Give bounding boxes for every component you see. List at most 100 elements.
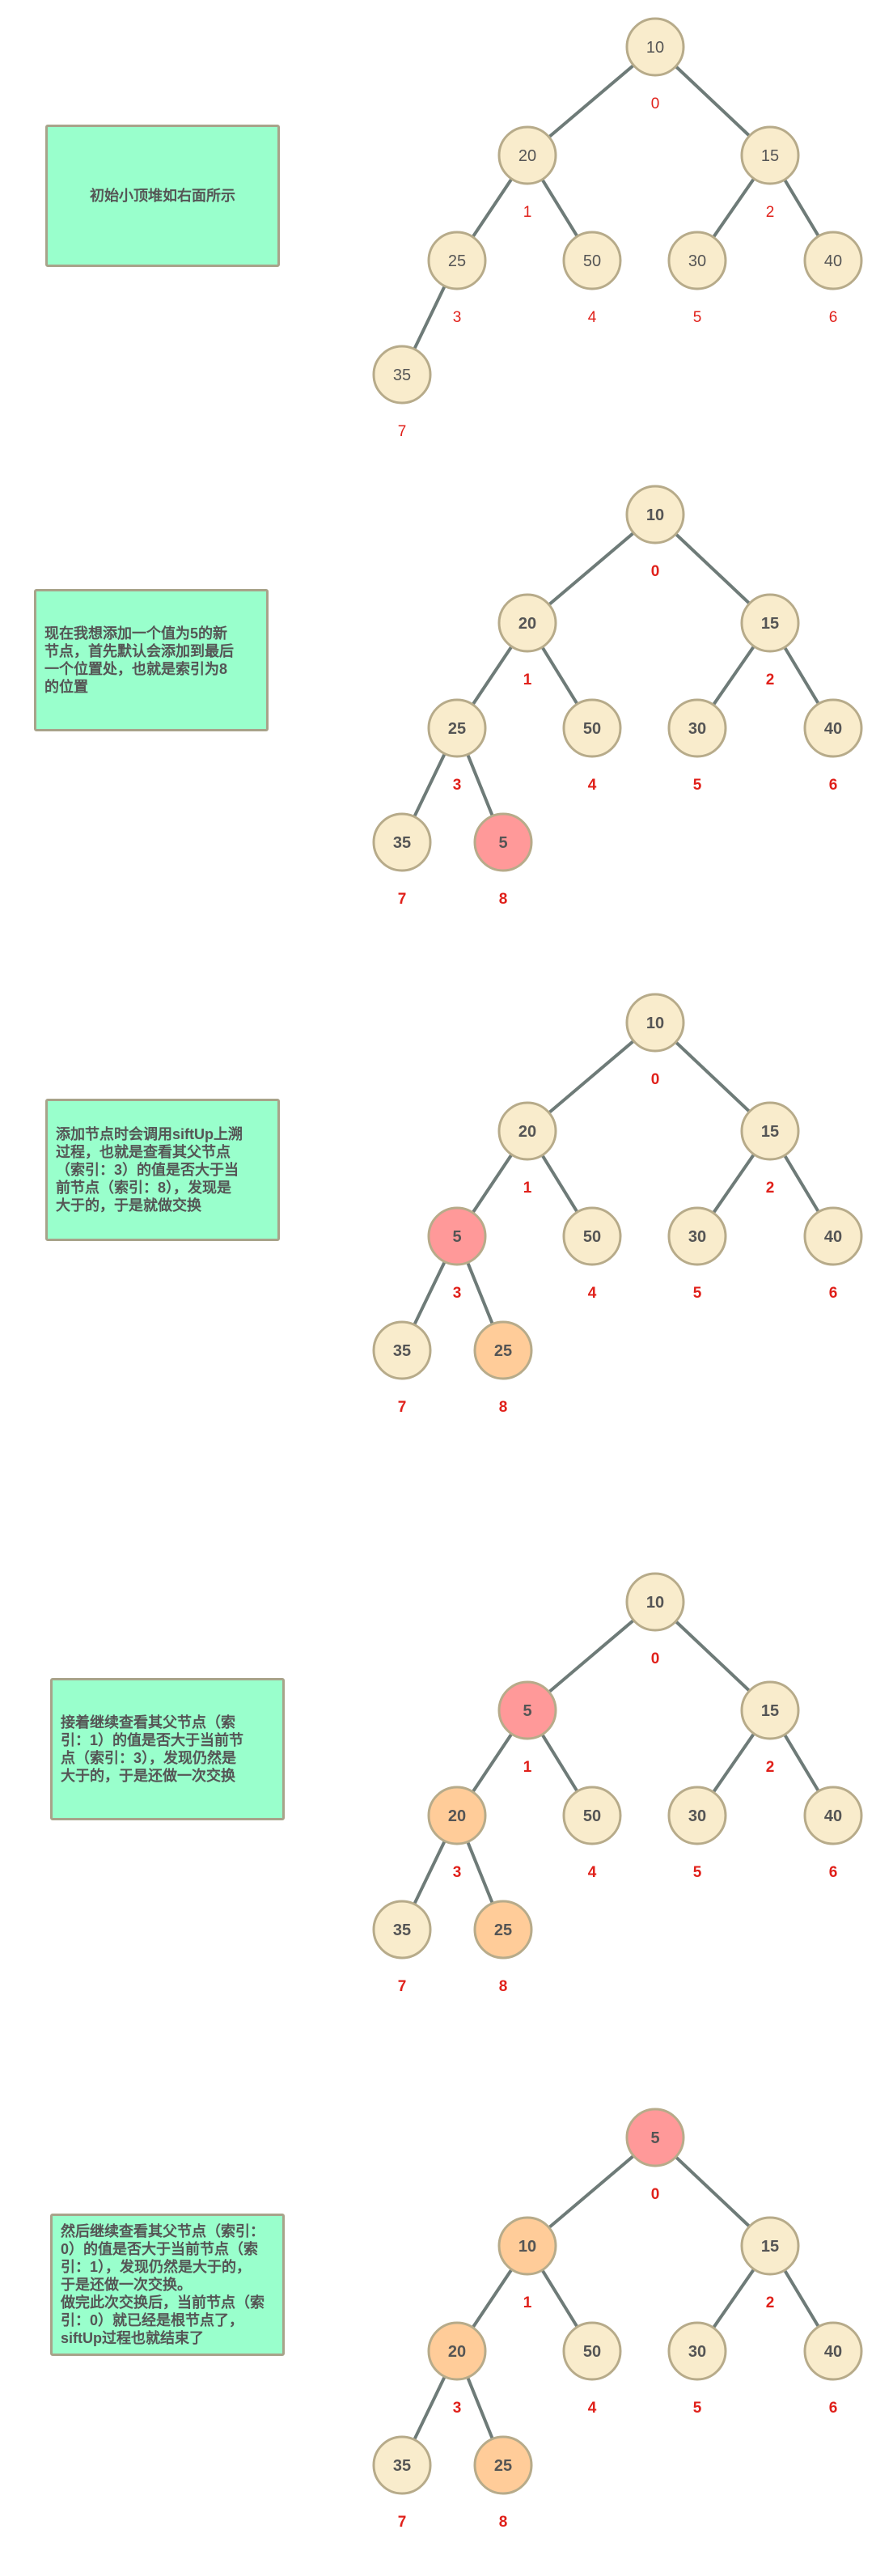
node-circle bbox=[740, 1680, 800, 1740]
heap-node: 258 bbox=[473, 1900, 533, 1995]
node-circle bbox=[497, 1101, 557, 1161]
node-circle bbox=[740, 593, 800, 653]
node-value: 25 bbox=[448, 252, 466, 270]
heap-node: 201 bbox=[497, 593, 557, 688]
heap-node: 50 bbox=[625, 2108, 685, 2203]
node-value: 35 bbox=[393, 366, 411, 384]
node-circle bbox=[803, 2321, 863, 2381]
node-value: 10 bbox=[646, 1015, 664, 1032]
step-description-note: 然后继续查看其父节点（索引： 0）的值是否大于当前节点（索 引：1），发现仍然是… bbox=[50, 2214, 285, 2356]
node-index: 7 bbox=[398, 1978, 407, 1995]
node-value: 15 bbox=[761, 2238, 779, 2256]
heap-node: 258 bbox=[473, 1320, 533, 1416]
node-value: 30 bbox=[688, 252, 706, 270]
step-description-note: 现在我想添加一个值为5的新 节点，首先默认会添加到最后 一个位置处，也就是索引为… bbox=[34, 589, 269, 731]
heap-node: 152 bbox=[740, 2216, 800, 2311]
heap-node: 357 bbox=[372, 812, 432, 908]
node-circle bbox=[740, 1101, 800, 1161]
node-value: 15 bbox=[761, 615, 779, 633]
node-index: 1 bbox=[523, 204, 532, 221]
node-circle bbox=[473, 2435, 533, 2495]
node-index: 2 bbox=[766, 672, 775, 688]
heap-node: 203 bbox=[427, 2321, 487, 2417]
step-panel-5: 然后继续查看其父节点（索引： 0）的值是否大于当前节点（索 引：1），发现仍然是… bbox=[0, 2091, 893, 2576]
node-value: 20 bbox=[518, 1123, 536, 1141]
node-circle bbox=[625, 1572, 685, 1632]
node-value: 50 bbox=[583, 2343, 601, 2361]
node-index: 5 bbox=[693, 1864, 702, 1881]
node-value: 40 bbox=[824, 252, 842, 270]
node-index: 0 bbox=[651, 563, 660, 580]
node-value: 40 bbox=[824, 720, 842, 738]
node-index: 7 bbox=[398, 2514, 407, 2531]
node-value: 25 bbox=[494, 1342, 512, 1360]
heap-node: 30 5 bbox=[667, 2321, 727, 2417]
heap-node: 305 bbox=[667, 231, 727, 326]
node-index: 0 bbox=[651, 1071, 660, 1088]
node-index: 2 bbox=[766, 1759, 775, 1776]
node-circle bbox=[372, 812, 432, 872]
node-index: 3 bbox=[453, 309, 462, 326]
node-circle bbox=[372, 1900, 432, 1960]
node-value: 10 bbox=[646, 506, 664, 524]
node-value: 20 bbox=[448, 1807, 466, 1825]
node-circle bbox=[497, 1680, 557, 1740]
node-circle bbox=[427, 698, 487, 758]
node-value: 35 bbox=[393, 2457, 411, 2475]
node-circle bbox=[667, 1786, 727, 1845]
node-index: 5 bbox=[693, 2400, 702, 2417]
node-index: 5 bbox=[693, 777, 702, 794]
node-index: 7 bbox=[398, 1399, 407, 1416]
heap-node: 504 bbox=[562, 1206, 622, 1302]
heap-node: 504 bbox=[562, 231, 622, 326]
node-circle bbox=[803, 1206, 863, 1266]
node-index: 1 bbox=[523, 672, 532, 688]
node-index: 4 bbox=[588, 777, 597, 794]
node-index: 1 bbox=[523, 1180, 532, 1197]
node-circle bbox=[497, 593, 557, 653]
heap-node: 15 2 bbox=[740, 593, 800, 688]
node-index: 4 bbox=[588, 1864, 597, 1881]
heap-node: 406 bbox=[803, 2321, 863, 2417]
node-circle bbox=[427, 231, 487, 290]
heap-node: 406 bbox=[803, 1206, 863, 1302]
node-index: 8 bbox=[499, 1978, 508, 1995]
node-circle bbox=[740, 2216, 800, 2276]
node-value: 30 bbox=[688, 2343, 706, 2361]
node-circle bbox=[427, 1786, 487, 1845]
node-index: 6 bbox=[829, 1864, 838, 1881]
node-circle bbox=[473, 1320, 533, 1380]
node-index: 2 bbox=[766, 1180, 775, 1197]
heap-node: 50 4 bbox=[562, 1786, 622, 1881]
node-value: 20 bbox=[518, 147, 536, 165]
node-circle bbox=[667, 2321, 727, 2381]
heap-node: 50 4 bbox=[562, 2321, 622, 2417]
node-circle bbox=[667, 231, 727, 290]
node-circle bbox=[562, 698, 622, 758]
node-index: 4 bbox=[588, 2400, 597, 2417]
node-index: 3 bbox=[453, 777, 462, 794]
node-circle bbox=[473, 1900, 533, 1960]
node-circle bbox=[372, 345, 432, 405]
node-value: 15 bbox=[761, 1123, 779, 1141]
node-index: 7 bbox=[398, 423, 407, 440]
node-value: 25 bbox=[494, 2457, 512, 2475]
heap-node: 203 bbox=[427, 1786, 487, 1881]
heap-node: 10 0 bbox=[625, 485, 685, 580]
node-index: 7 bbox=[398, 891, 407, 908]
node-index: 6 bbox=[829, 2400, 838, 2417]
node-index: 6 bbox=[829, 309, 838, 326]
node-circle bbox=[625, 485, 685, 544]
step-panel-3: 添加节点时会调用siftUp上溯 过程，也就是查看其父节点 （索引：3）的值是否… bbox=[0, 976, 893, 1461]
node-index: 1 bbox=[523, 2294, 532, 2311]
node-value: 5 bbox=[498, 834, 507, 852]
node-value: 50 bbox=[583, 1807, 601, 1825]
heap-node: 35 7 bbox=[372, 2435, 432, 2531]
node-index: 2 bbox=[766, 204, 775, 221]
node-value: 40 bbox=[824, 1807, 842, 1825]
heap-node: 100 bbox=[625, 1572, 685, 1667]
heap-node: 406 bbox=[803, 698, 863, 794]
heap-node: 20 1 bbox=[497, 1101, 557, 1197]
